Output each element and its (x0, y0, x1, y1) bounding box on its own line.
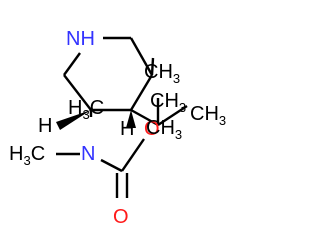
bond-carbonyl-o-ester (121, 138, 145, 172)
atom-label-h-right: H (120, 118, 134, 140)
molecule-diagram: NH H H N O O CH3 H3C CH3 CH3 CH3 H3C (9, 28, 226, 228)
wedge-bond-right-h (126, 110, 136, 128)
bond-c4-c5 (129, 74, 154, 111)
methyl-label-d: CH3 (190, 103, 226, 128)
atom-label-n: N (81, 143, 95, 165)
atom-label-o-ester: O (144, 118, 160, 140)
methyl-label-a: CH3 (144, 61, 180, 86)
bond-nh-c2 (63, 52, 81, 76)
bond-c5-c6 (129, 37, 154, 76)
bond-tbu-ch3-right (157, 104, 188, 127)
bond-c2-c3 (63, 74, 92, 111)
atom-label-o-carbonyl: O (113, 206, 129, 228)
bond-c4-tbu (130, 108, 159, 127)
methyl-label-n: H3C (9, 143, 45, 168)
methyl-label-e: CH3 (146, 117, 182, 142)
methyl-label-c: CH3 (150, 90, 186, 115)
atom-label-h-left: H (38, 115, 52, 137)
wedge-bond-left-h (56, 110, 91, 130)
atom-label-nh: NH (66, 28, 95, 50)
methyl-label-b: H3C (68, 97, 104, 122)
bond-n-carbonyl (100, 158, 123, 173)
bond-c5-methyl (150, 57, 155, 76)
